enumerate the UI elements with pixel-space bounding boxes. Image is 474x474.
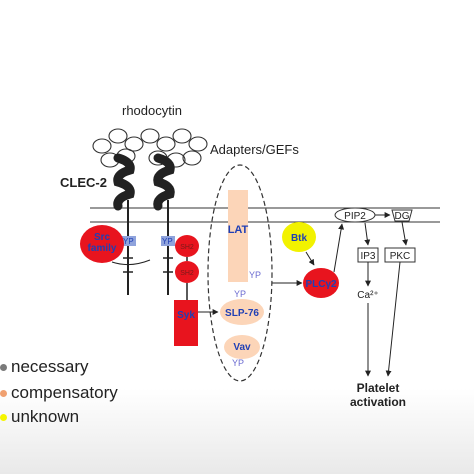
yp-label-right: YP xyxy=(162,237,173,246)
activation-label: activation xyxy=(350,395,406,409)
vav-label: Vav xyxy=(233,342,251,353)
syk-node xyxy=(174,300,198,346)
family-label: family xyxy=(88,243,117,254)
lat-label: LAT xyxy=(228,224,249,236)
vav-yp-label: YP xyxy=(232,358,244,368)
legend-necessary: necessary xyxy=(0,357,88,377)
plasma-membrane xyxy=(90,207,440,223)
sh2-node-1 xyxy=(175,235,199,257)
lat-yp-label: YP xyxy=(249,270,261,280)
lat-node xyxy=(228,190,248,282)
legend-label-compensatory: compensatory xyxy=(11,383,118,402)
src-family-node xyxy=(80,225,124,263)
dg-label: DG xyxy=(395,211,410,222)
yp-box-right xyxy=(161,236,175,246)
legend-unknown: unknown xyxy=(0,407,79,427)
pip2-to-ip3-arrow xyxy=(364,222,371,246)
yp-label-left: YP xyxy=(123,237,134,246)
slp76-yp-label: YP xyxy=(234,289,246,299)
clec2-receptor-right xyxy=(153,153,175,295)
legend-dot-unknown xyxy=(0,414,7,422)
receptor-tail-ticks xyxy=(123,257,173,273)
yp-box-left xyxy=(122,236,136,246)
sh2-label-2: SH2 xyxy=(180,270,194,277)
btk-node xyxy=(282,222,316,252)
sh2-label-1: SH2 xyxy=(180,244,194,251)
src-to-yp-arrow xyxy=(111,259,151,266)
legend-dot-compensatory xyxy=(0,390,7,398)
adapters-label: Adapters/GEFs xyxy=(210,142,299,157)
pip2-label: PIP2 xyxy=(344,211,366,222)
rhodocytin-beads xyxy=(92,128,208,168)
legend-dot-necessary xyxy=(0,364,7,372)
lat-signalosome-boundary xyxy=(207,164,273,382)
plcg2-node xyxy=(303,268,339,298)
btk-label: Btk xyxy=(291,233,308,244)
src-label: Src xyxy=(94,232,111,243)
dg-to-pkc-arrow xyxy=(401,221,409,246)
pkc-to-activation-arrow xyxy=(385,261,401,377)
legend-label-necessary: necessary xyxy=(11,357,89,376)
clec2-label: CLEC-2 xyxy=(60,175,107,190)
syk-label: Syk xyxy=(177,310,195,321)
vav-node xyxy=(224,335,260,359)
platelet-label: Platelet xyxy=(357,381,400,395)
rhodocytin-label: rhodocytin xyxy=(122,103,182,118)
sh2-node-2 xyxy=(175,261,199,283)
slp76-label: SLP-76 xyxy=(225,308,259,319)
clec2-receptor-left xyxy=(113,153,135,295)
dg-node xyxy=(391,209,413,222)
legend-label-unknown: unknown xyxy=(11,407,80,426)
pkc-label: PKC xyxy=(390,251,411,262)
btk-to-plc-arrow xyxy=(305,251,315,266)
ip3-label: IP3 xyxy=(360,251,375,262)
plcg2-label: PLCγ2 xyxy=(305,279,337,290)
ca-label: Ca²⁺ xyxy=(357,290,378,301)
plc-to-pip2-arrow xyxy=(333,223,345,273)
slp76-node xyxy=(220,299,264,325)
legend-compensatory: compensatory xyxy=(0,383,118,403)
